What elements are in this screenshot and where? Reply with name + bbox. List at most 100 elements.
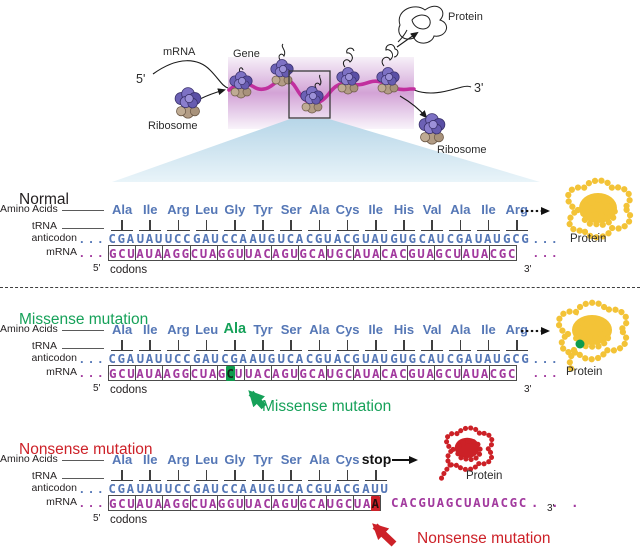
free-ribosome-right-icon (418, 113, 446, 145)
leading-dots: . . . (80, 481, 104, 496)
mrna-codon: AUA (135, 365, 164, 381)
five-prime-label: 5' (93, 383, 101, 394)
label-line (62, 330, 104, 331)
trna-icon (362, 219, 390, 231)
three-prime-label: 3' (524, 264, 532, 275)
trna-icon (164, 469, 192, 481)
trna-icon (136, 219, 164, 231)
trna-icon (334, 339, 362, 351)
free-ribosome-left-icon (174, 87, 202, 119)
anticodon-codon: UCC (164, 481, 193, 496)
amino-acid-val: Val (422, 322, 442, 337)
anticodon-codon: UCC (164, 231, 193, 246)
mrna-codon: AGG (162, 245, 191, 261)
amino-acid-gly: Gly (224, 202, 246, 217)
five-prime-label: 5' (136, 72, 145, 86)
amino-acid-cys: Cys (335, 322, 360, 337)
section-title: Nonsense mutation (19, 440, 153, 458)
mrna-codon: CGC (488, 245, 518, 261)
anticodon-codon: CGU (305, 351, 334, 366)
missense-protein-label: Protein (566, 366, 603, 378)
section-title: Normal (19, 190, 69, 208)
codons-label: codons (110, 384, 148, 396)
translation-illustration: mRNA Gene 5' 3' Ribosome Ribosome Protei… (112, 5, 540, 182)
mrna-codon: CAC (379, 245, 409, 261)
amino-acid-ala: Ala (111, 452, 133, 467)
stop-codon-label: stop (361, 451, 392, 467)
trna-icon (418, 339, 446, 351)
anticodon-codon: UCA (277, 231, 305, 246)
mutated-nucleotide: C (226, 366, 236, 381)
anticodon-codon: CGA (446, 231, 475, 246)
mrna-codon: GCA (298, 495, 327, 511)
label-line (62, 228, 104, 229)
mrna-label: mRNA (163, 46, 196, 58)
amino-acid-ala: Ala (223, 321, 247, 337)
amino-acid-arg: Arg (167, 322, 190, 337)
mrna-codon: CUA (189, 495, 218, 511)
anticodon-label: anticodon (31, 352, 77, 364)
ribosome-exit-arrow (399, 95, 428, 119)
trna-icon (334, 219, 362, 231)
amino-acid-ile: Ile (481, 202, 496, 217)
five-prime-label: 5' (93, 263, 101, 274)
ribosome-right-label: Ribosome (437, 144, 487, 156)
anticodon-codon: CGU (305, 231, 334, 246)
three-prime-label: 3' (474, 81, 483, 95)
anticodon-codon: UAU (362, 231, 390, 246)
trna-icon (221, 469, 249, 481)
trna-icon (249, 469, 277, 481)
anticodon-codon: GUG (390, 231, 418, 246)
trna-row (108, 469, 390, 486)
trna-label: tRNA (31, 340, 57, 352)
anticodon-codon: GAU (192, 351, 221, 366)
amino-acid-ser: Ser (280, 202, 302, 217)
anticodon-codon: AUG (249, 231, 277, 246)
anticodon-label: anticodon (31, 232, 77, 244)
trna-icon (136, 469, 164, 481)
trna-icon (305, 469, 333, 481)
trna-icon (193, 339, 221, 351)
trna-label: tRNA (31, 470, 57, 482)
anticodon-codon: CGU (305, 481, 334, 496)
leading-dots: . . . (80, 231, 104, 246)
codons-label: codons (110, 514, 148, 526)
leading-dots: . . . (80, 351, 104, 366)
mrna-codon: AUA (461, 365, 490, 381)
amino-acid-tyr: Tyr (253, 202, 273, 217)
trna-icon (164, 219, 192, 231)
trna-icon (503, 339, 531, 351)
anticodon-codon: UAU (136, 231, 164, 246)
three-prime-label: 3' (547, 503, 555, 514)
mrna-codon: AUA (352, 365, 382, 381)
trailing-dots: . . . (534, 231, 558, 246)
amino-acid-cys: Cys (335, 452, 360, 467)
anticodon-codon: AUU (362, 481, 390, 496)
mrna-codon: CUA (189, 245, 218, 261)
mrna-codon: GCU (434, 245, 463, 261)
amino-acid-cys: Cys (335, 202, 360, 217)
trna-icon (108, 339, 136, 351)
amino-acid-arg: Arg (167, 202, 190, 217)
trna-icon (474, 339, 502, 351)
trna-icon (474, 219, 502, 231)
anticodon-codon: CCA (221, 231, 249, 246)
mrna-codon: UAC (243, 365, 273, 381)
amino-acid-arg: Arg (167, 452, 190, 467)
anticodon-codon: GCG (503, 351, 531, 366)
mrna-codon: AGG (162, 365, 191, 381)
anticodon-codon: CGA (108, 351, 136, 366)
amino-acids-label: Amino Acids (0, 453, 58, 465)
trna-icon (390, 339, 418, 351)
zoom-fan (112, 119, 540, 182)
mrna-codon: UAC (243, 245, 273, 261)
nascent-protein-squiggles (238, 43, 399, 89)
mrna-row-label: mRNA (46, 366, 77, 378)
amino-acid-tyr: Tyr (253, 322, 273, 337)
trna-icon (164, 339, 192, 351)
amino-acid-ile: Ile (143, 452, 158, 467)
